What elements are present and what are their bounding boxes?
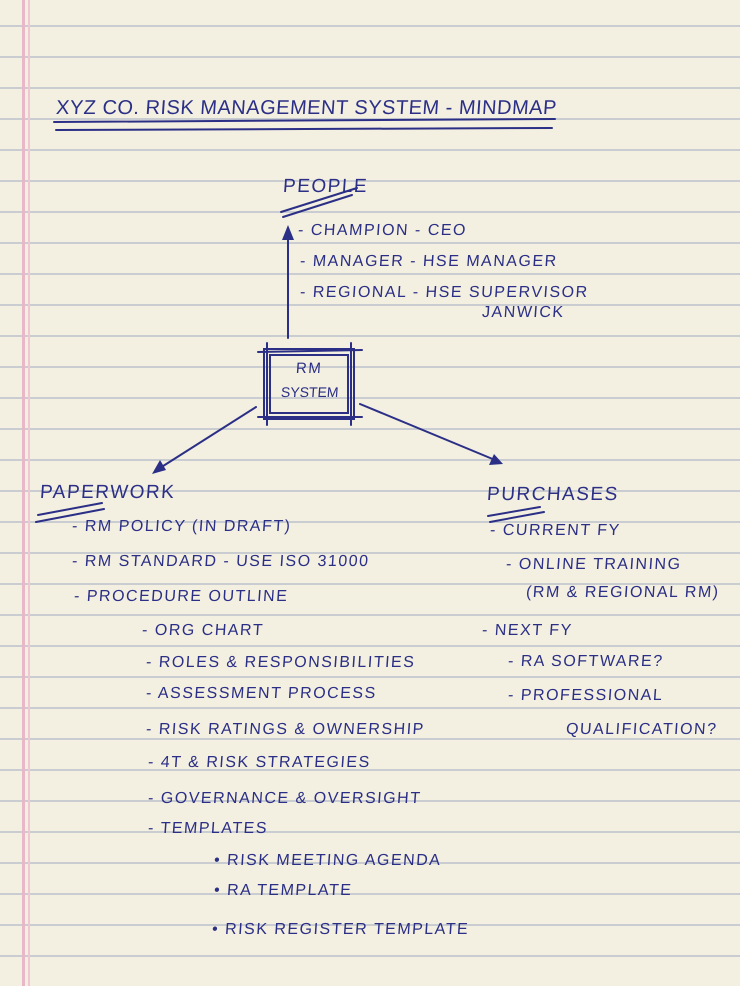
procedure-item: - Org chart [141,622,265,639]
paperwork-item: - RM Standard - use ISO 31000 [71,553,371,570]
people-heading: People [282,176,369,197]
purchases-item: - RA software? [507,653,665,670]
people-underline [280,187,358,213]
people-item: - Champion - CEO [297,222,468,239]
template-item: • Risk register template [211,921,470,938]
purchases-underline-2 [489,511,545,523]
purchases-item-continuation: qualification? [565,721,719,738]
margin-line [22,0,25,986]
purchases-heading: Purchases [486,484,620,505]
arrow-to-paperwork [159,406,257,469]
arrowhead-people [282,225,294,240]
purchases-next-fy: - Next FY [481,622,574,639]
paperwork-item: - Procedure outline [73,588,289,605]
procedure-item: - Risk ratings & ownership [145,721,426,738]
purchases-underline [487,506,541,517]
title-underline [53,118,556,123]
center-node-line2: System [280,384,340,400]
arrowhead-paperwork [152,460,166,474]
purchases-item: - Online training [505,556,683,573]
people-item: - Manager - HSE Manager [299,253,559,270]
procedure-item: - Assessment process [145,685,378,702]
procedure-item: - Roles & Responsibilities [145,654,416,671]
paperwork-underline-2 [35,508,105,523]
center-node-line1: RM [295,360,323,377]
page-title: XYZ Co. Risk Management System - Mindmap [55,97,558,119]
margin-line-2 [28,0,30,986]
procedure-item: - Governance & oversight [147,790,423,807]
arrow-to-purchases [359,403,496,461]
people-item: - Regional - HSE Supervisor [299,284,590,301]
paperwork-heading: Paperwork [39,482,177,503]
arrowhead-purchases [489,454,503,465]
procedure-item: - 4T & Risk strategies [147,754,372,771]
template-item: • Risk meeting agenda [213,852,442,869]
center-box-outer [263,348,355,420]
procedure-item: - Templates [147,820,269,837]
template-item: • RA template [213,882,353,899]
purchases-item: - Professional [507,687,664,704]
title-underline-2 [55,127,553,131]
purchases-current-fy: - Current FY [489,522,622,539]
paperwork-item: - RM Policy (in draft) [71,518,293,535]
center-box-inner [269,354,349,414]
paperwork-underline [37,502,103,516]
purchases-item-continuation: (RM & Regional RM) [525,584,721,601]
people-item-continuation: Janwick [481,304,566,321]
people-underline-2 [282,194,353,218]
